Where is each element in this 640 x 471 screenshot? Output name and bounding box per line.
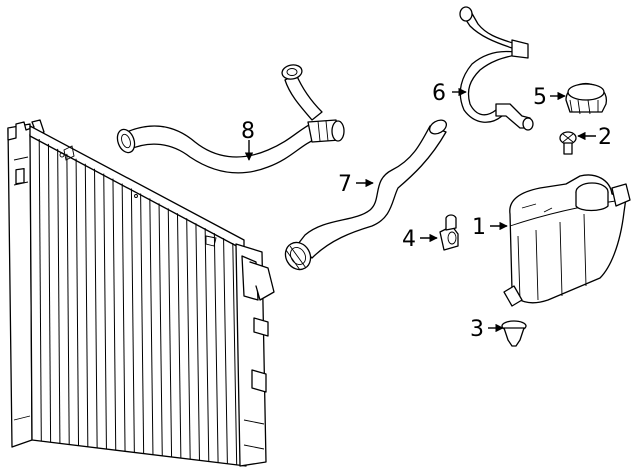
radiator-tube xyxy=(103,173,107,450)
radiator-tube xyxy=(186,218,191,460)
radiator-tube xyxy=(232,243,238,465)
radiator-tube xyxy=(130,188,135,453)
radiator xyxy=(7,119,275,467)
radiator-tube xyxy=(204,228,210,462)
callout-1: 1 xyxy=(472,215,486,240)
callout-3: 3 xyxy=(470,317,484,342)
radiator-tube xyxy=(75,158,80,446)
upper-hose xyxy=(116,64,345,174)
radiator-tube xyxy=(140,193,145,454)
callout-2: 2 xyxy=(598,125,612,150)
radiator-tube xyxy=(195,223,200,461)
lower-hose xyxy=(284,119,448,271)
drain-plug xyxy=(501,320,527,347)
callout-labels: 1 2 3 4 5 6 7 8 xyxy=(241,81,612,342)
radiator-tube xyxy=(176,213,182,459)
callout-7: 7 xyxy=(338,172,352,197)
radiator-tube xyxy=(158,203,163,456)
radiator-tube xyxy=(121,183,126,452)
radiator-tube xyxy=(84,163,89,447)
radiator-tube xyxy=(167,208,173,457)
radiator-tube xyxy=(38,138,42,442)
radiator-fins xyxy=(38,138,238,465)
right-tank-inlet xyxy=(249,261,275,301)
radiator-tube xyxy=(57,148,61,444)
radiator-tube xyxy=(149,198,154,455)
radiator-tube xyxy=(112,178,117,451)
radiator-tube xyxy=(94,168,98,448)
callout-5: 5 xyxy=(533,85,547,110)
reservoir-cap xyxy=(565,82,608,115)
callout-4: 4 xyxy=(402,227,416,252)
vent-pipe xyxy=(459,6,534,131)
level-sensor xyxy=(439,214,459,251)
callout-6: 6 xyxy=(432,81,446,106)
callout-8: 8 xyxy=(241,119,255,144)
leader-lines xyxy=(244,87,596,333)
expansion-tank xyxy=(503,174,631,307)
radiator-tube xyxy=(223,238,228,464)
radiator-tube xyxy=(213,233,219,463)
radiator-tube xyxy=(66,153,70,445)
radiator-tube xyxy=(47,143,52,443)
plug xyxy=(559,131,577,155)
